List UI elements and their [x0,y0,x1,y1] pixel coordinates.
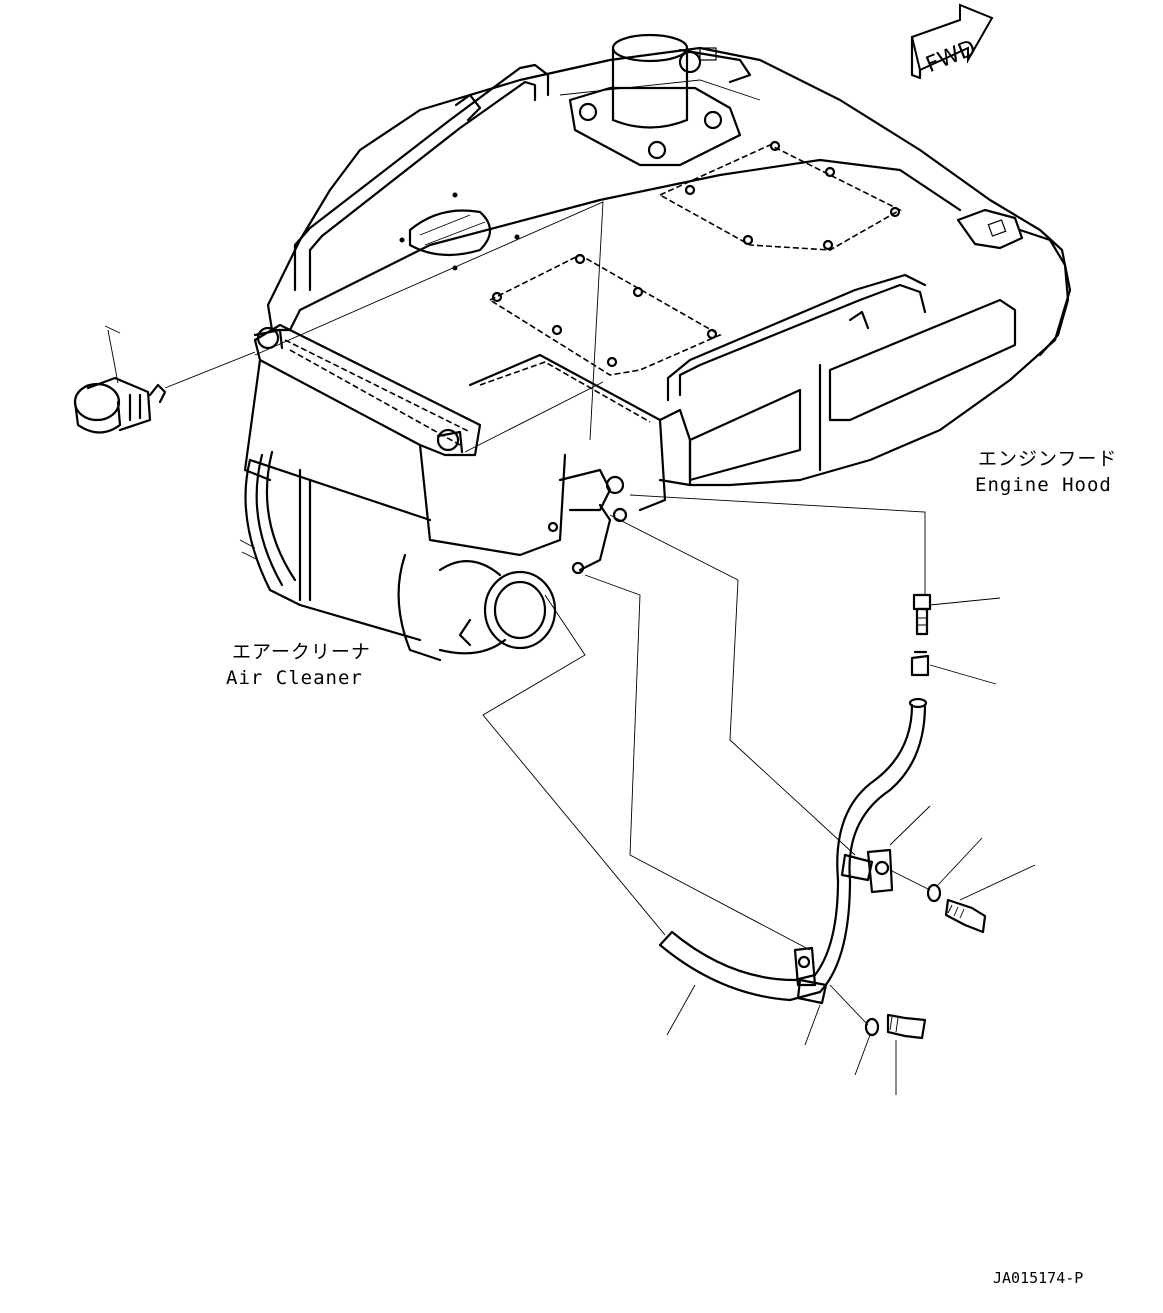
leader-lines [104,201,931,1026]
fwd-arrow-icon: FWD [910,3,994,80]
engine-hood [266,33,1072,487]
pressure-sensor [73,329,167,434]
washer-2 [854,1017,880,1076]
air-cleaner [239,323,667,662]
exhaust-stack [568,33,752,167]
fitting-elbow [912,593,1001,636]
bolt-2 [886,1013,927,1095]
washer-1 [926,837,983,903]
clip [910,650,997,685]
air-cleaner-label-en: Air Cleaner [226,667,363,689]
engine-hood-label-en: Engine Hood [975,474,1112,496]
engine-hood-label-jp: エンジンフード [978,448,1117,470]
hose-assembly [658,697,931,1046]
bolt-1 [944,864,1036,934]
air-cleaner-label-jp: エアークリーナ [232,641,371,663]
drawing-code: JA015174-P [993,1269,1083,1287]
